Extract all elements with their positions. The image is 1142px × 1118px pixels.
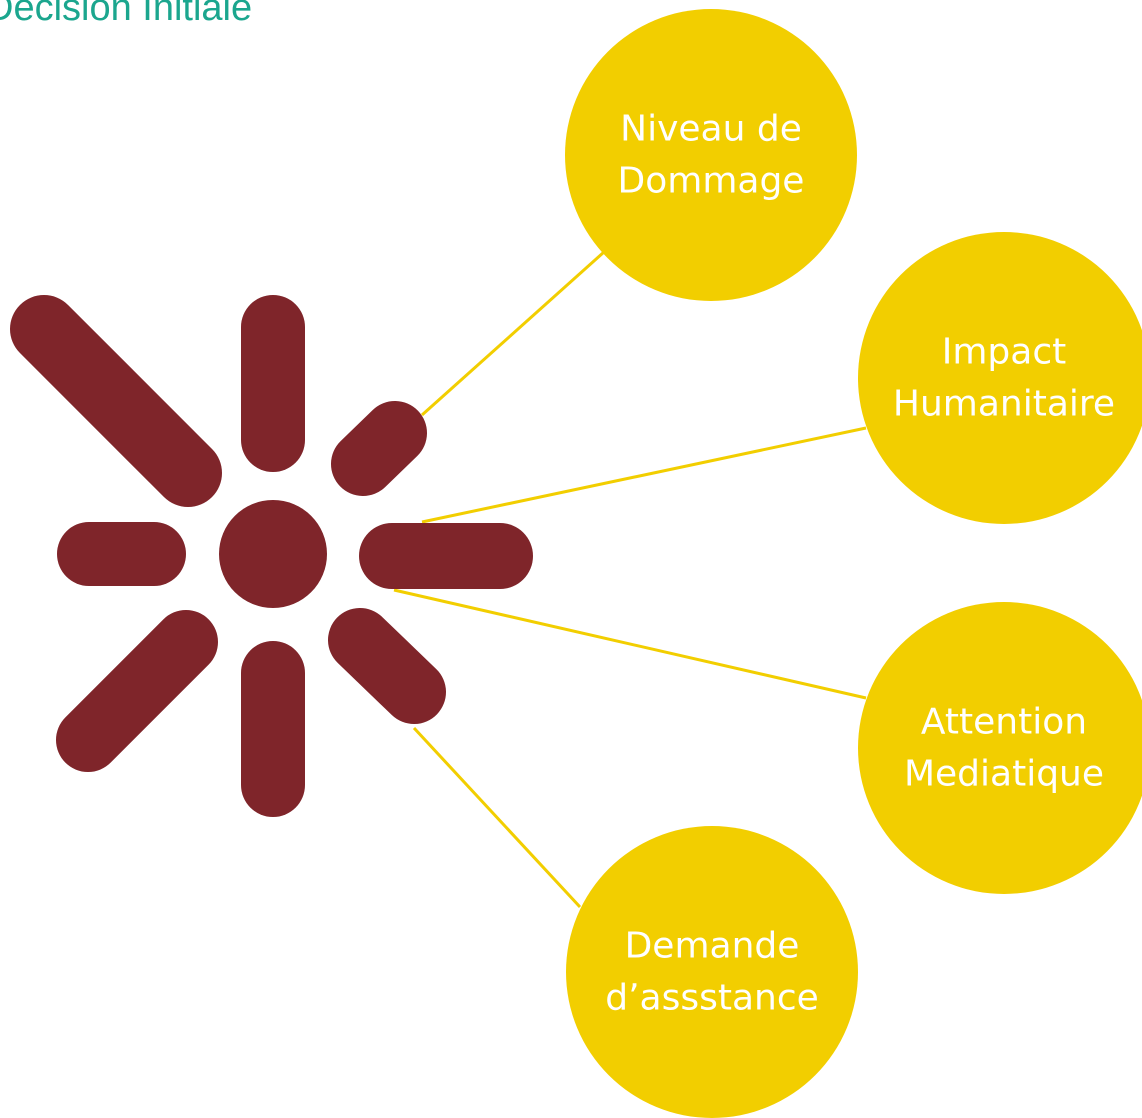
spark-ray-3 bbox=[331, 401, 427, 496]
node-label-line: Niveau de bbox=[620, 109, 802, 150]
node-label-line: Humanitaire bbox=[893, 384, 1115, 425]
node-label-line: Impact bbox=[942, 332, 1067, 373]
connector-line-impact-humanitaire bbox=[421, 426, 867, 524]
connectors bbox=[393, 250, 867, 909]
node-niveau-de-dommage: Niveau de Dommage bbox=[565, 9, 857, 301]
node-circle bbox=[858, 232, 1142, 524]
connector-line-attention-mediatique bbox=[393, 588, 867, 700]
spark-ray-8 bbox=[328, 608, 446, 724]
spark-icon bbox=[10, 295, 533, 817]
node-circle bbox=[565, 9, 857, 301]
node-label-line: Mediatique bbox=[904, 754, 1104, 795]
nodes: Niveau de DommageImpactHumanitaireAttenti… bbox=[565, 9, 1142, 1118]
page-title: Décision Initiale bbox=[0, 0, 253, 29]
spark-center bbox=[219, 500, 327, 608]
node-circle bbox=[566, 826, 858, 1118]
spark-ray-6 bbox=[56, 610, 218, 772]
connector-line-niveau-de-dommage bbox=[420, 250, 606, 417]
node-label-line: Demande bbox=[625, 926, 800, 967]
connector-line-demande-dassistance bbox=[412, 726, 582, 909]
spark-ray-1 bbox=[10, 295, 222, 507]
node-label-line: d’assstance bbox=[605, 978, 819, 1019]
node-label-line: Attention bbox=[921, 702, 1087, 743]
node-demande-dassistance: Demande d’assstance bbox=[566, 826, 858, 1118]
node-label-line: Dommage bbox=[618, 161, 805, 202]
node-circle bbox=[858, 602, 1142, 894]
